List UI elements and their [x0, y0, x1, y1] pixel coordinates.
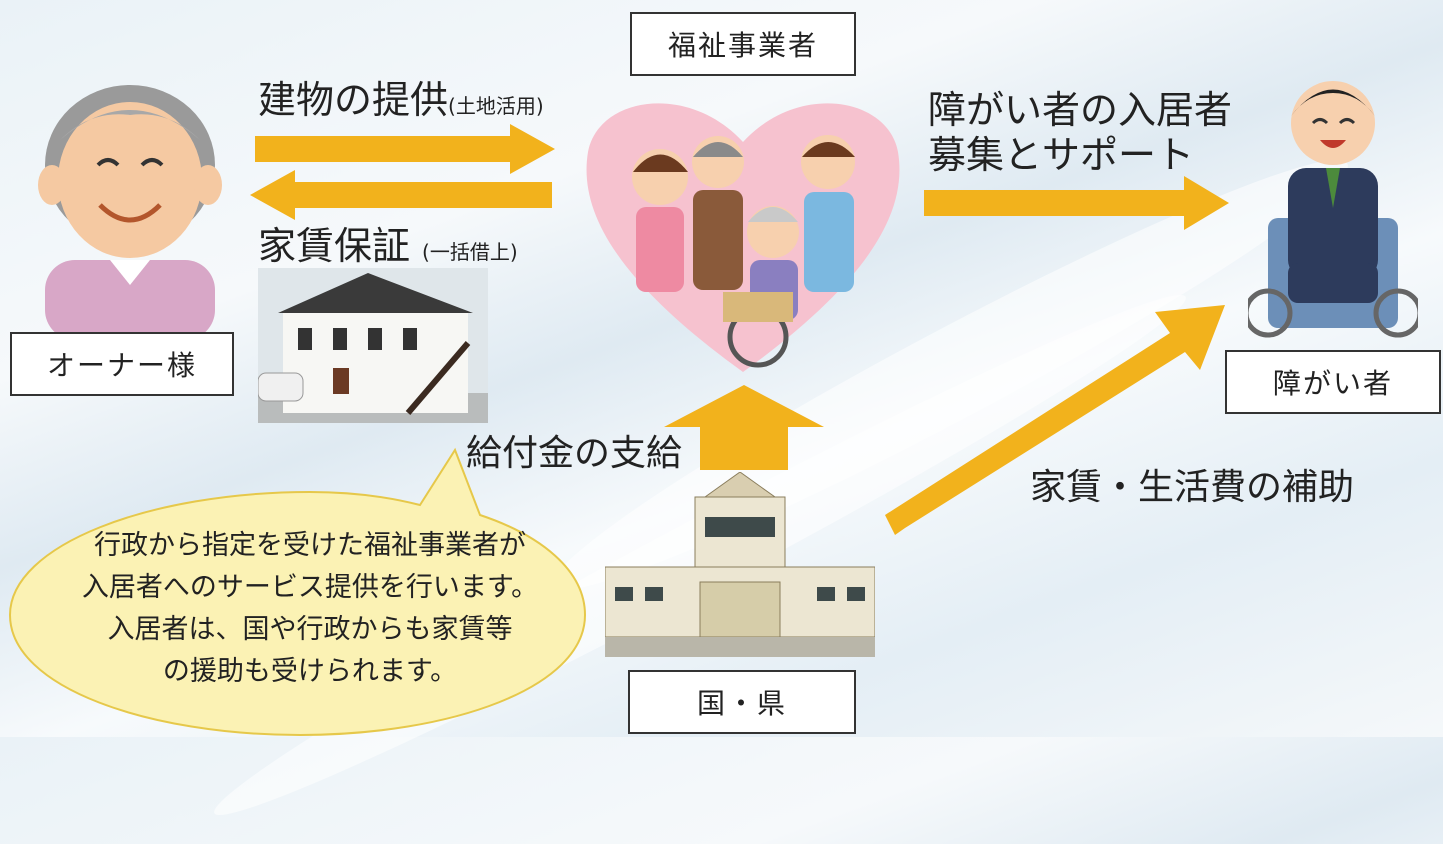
owner-illustration: [38, 85, 222, 340]
rent-guarantee-text: 家賃保証(一括借上): [258, 224, 518, 268]
benefit-arrow: [664, 385, 824, 470]
rent-living-subsidy-text: 家賃・生活費の補助: [1030, 467, 1355, 508]
subsidy-arrow: [885, 305, 1225, 535]
bubble-shape: [8, 447, 587, 737]
benefit-payment-text: 給付金の支給: [466, 433, 683, 474]
bubble-text: 行政から指定を受けた福祉事業者が 入居者へのサービス提供を行います。 入居者は、…: [81, 530, 539, 687]
owner-label: オーナー様: [10, 332, 234, 396]
explanation-bubble: 行政から指定を受けた福祉事業者が 入居者へのサービス提供を行います。 入居者は、…: [0, 430, 620, 740]
building-arrow: [255, 124, 555, 174]
rent-arrow: [250, 170, 552, 220]
house-illustration: [258, 268, 488, 423]
building-provision-text: 建物の提供(土地活用): [258, 78, 544, 122]
welfare-business-label: 福祉事業者: [630, 12, 856, 76]
recruit-support-text: 障がい者の入居者 募集とサポート: [928, 88, 1233, 177]
government-building-illustration: [605, 472, 875, 657]
disabled-person-illustration: [1248, 81, 1418, 338]
country-prefecture-label: 国・県: [628, 670, 856, 734]
recruit-arrow: [924, 176, 1229, 230]
welfare-staff-illustration: [586, 103, 900, 372]
disabled-label: 障がい者: [1225, 350, 1441, 414]
